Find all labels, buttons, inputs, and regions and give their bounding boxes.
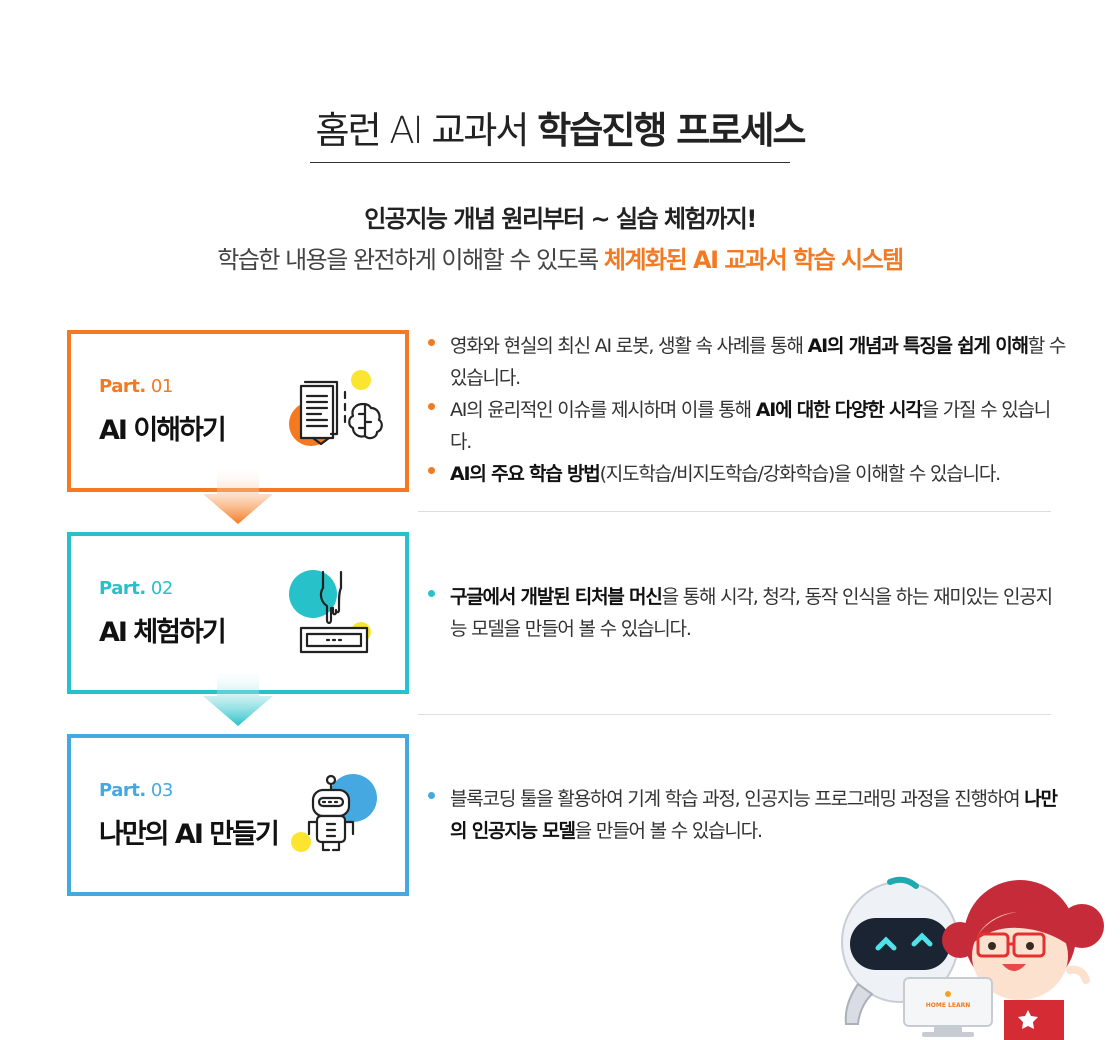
part-number: 03 [150,780,173,801]
bullet-dot [428,467,435,474]
subtitle-line2: 학습한 내용을 완전하게 이해할 수 있도록 체계화된 AI 교과서 학습 시스… [0,240,1120,275]
bullet-text: (지도학습/비지도학습/강화학습)을 이해할 수 있습니다. [599,463,1002,485]
bullet-text: AI의 윤리적인 이슈를 제시하며 이를 통해 [450,399,756,421]
bullet-text-bold: 나만의 인공지능 모델 [450,788,1058,842]
part-03-card: Part. 03 나만의 AI 만들기 [67,734,409,896]
part-02-label: Part. 02 [99,578,173,599]
part-label-text: Part. [99,376,146,397]
part-03-bullets: 블록코딩 툴을 활용하여 기계 학습 과정, 인공지능 프로그래밍 과정을 진행… [428,783,1068,847]
subtitle-line1: 인공지능 개념 원리부터 ~ 실습 체험까지! [364,205,757,233]
subtitle-line2-plain: 학습한 내용을 완전하게 이해할 수 있도록 [217,246,604,274]
arrow-down-1 [203,466,273,524]
book-brain-icon [289,370,383,446]
bullet-dot [428,403,435,410]
section-divider [418,714,1051,715]
part-03-title: 나만의 AI 만들기 [99,819,280,850]
part-number: 02 [150,578,173,599]
part-01-bullets: 영화와 현실의 최신 AI 로봇, 생활 속 사례를 통해 AI의 개념과 특징… [428,330,1068,490]
bullet-text: 할 수 있습니다. [450,335,1066,389]
subtitle-line2-highlight: 체계화된 AI 교과서 학습 시스템 [603,246,904,274]
bullet-item: 블록코딩 툴을 활용하여 기계 학습 과정, 인공지능 프로그래밍 과정을 진행… [428,783,1068,847]
part-03-label: Part. 03 [99,780,173,801]
arrow-down-2 [203,668,273,726]
monitor-logo-text: HOME LEARN [926,1002,971,1009]
bullet-item: AI의 주요 학습 방법(지도학습/비지도학습/강화학습)을 이해할 수 있습니… [428,458,1068,490]
part-02-title: AI 체험하기 [99,617,227,648]
section-divider [418,511,1051,512]
title-bold: 학습진행 프로세스 [537,109,806,152]
monitor-icon: HOME LEARN [903,977,993,1037]
girl-mascot [942,880,1104,1040]
mascot-illustration: HOME LEARN [841,876,1104,1040]
bullet-text: 을 가질 수 있습니다. [450,399,1051,453]
bullet-item: AI의 윤리적인 이슈를 제시하며 이를 통해 AI에 대한 다양한 시각을 가… [428,394,1068,458]
bullet-text-bold: AI의 주요 학습 방법 [450,463,601,485]
part-number: 01 [150,376,173,397]
robot-icon [291,774,377,852]
bullet-text: 블록코딩 툴을 활용하여 기계 학습 과정, 인공지능 프로그래밍 과정을 진행… [450,788,1025,810]
page-title: 홈런 AI 교과서 학습진행 프로세스 [0,100,1120,154]
part-02-bullets: 구글에서 개발된 티처블 머신을 통해 시각, 청각, 동작 인식을 하는 재미… [428,581,1068,645]
bullet-dot [428,590,435,597]
bullet-text-bold: 구글에서 개발된 티처블 머신 [450,586,663,608]
bullet-dot [428,792,435,799]
bullet-dot [428,339,435,346]
robot-mascot [841,876,959,1025]
bullet-item: 영화와 현실의 최신 AI 로봇, 생활 속 사례를 통해 AI의 개념과 특징… [428,330,1068,394]
bullet-text-bold: AI에 대한 다양한 시각 [755,399,923,421]
title-divider [310,162,790,163]
bullet-text-bold: AI의 개념과 특징을 쉽게 이해 [807,335,1029,357]
bullet-item: 구글에서 개발된 티처블 머신을 통해 시각, 청각, 동작 인식을 하는 재미… [428,581,1068,645]
part-label-text: Part. [99,578,146,599]
bullet-text: 을 통해 시각, 청각, 동작 인식을 하는 재미있는 인공지능 모델을 만들어… [450,586,1053,640]
part-01-card: Part. 01 AI 이해하기 [67,330,409,492]
part-01-label: Part. 01 [99,376,173,397]
part-label-text: Part. [99,780,146,801]
hand-keyboard-icon [289,570,371,654]
part-02-card: Part. 02 AI 체험하기 [67,532,409,694]
bullet-text: 영화와 현실의 최신 AI 로봇, 생활 속 사례를 통해 [450,335,808,357]
part-01-title: AI 이해하기 [99,415,227,446]
bullet-text: 을 만들어 볼 수 있습니다. [574,820,763,842]
title-light: 홈런 AI 교과서 [315,109,538,152]
